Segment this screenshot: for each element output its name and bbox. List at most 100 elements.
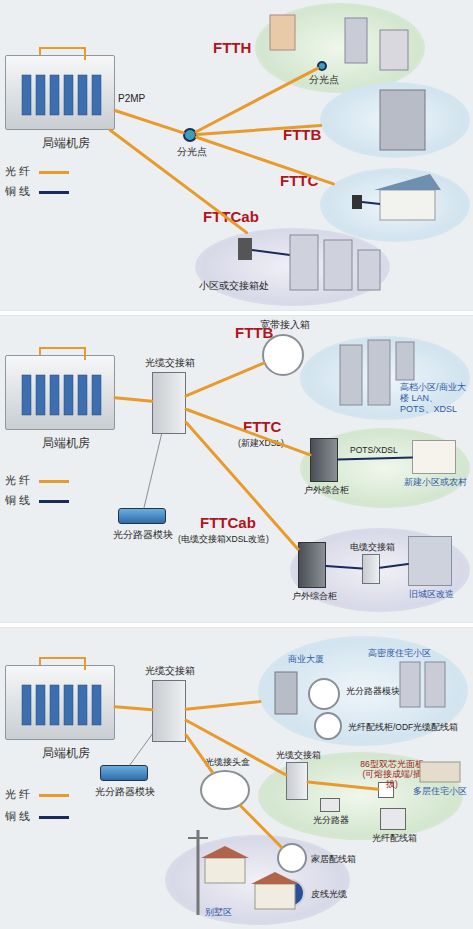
separator — [0, 623, 473, 627]
roof — [374, 174, 441, 190]
node-text: 户外综合柜 — [301, 485, 351, 495]
copper-wire — [362, 202, 380, 204]
building — [396, 342, 414, 380]
cable — [40, 48, 85, 60]
villa — [205, 858, 245, 883]
node-text: FTTCab — [203, 208, 273, 226]
cable-cross-cabinet: 光缆交接箱 — [286, 762, 308, 800]
building — [425, 662, 445, 707]
node-text: (电缆交接箱XDSL改造) — [178, 534, 288, 544]
node-text: 光缆交接箱 — [273, 750, 323, 760]
node-text: FTTC — [243, 418, 285, 436]
node-text: 光缆交接箱 — [137, 357, 203, 369]
node-text: 光纤配线柜/ODF光缆配线箱 — [348, 722, 468, 732]
rack — [92, 375, 101, 415]
onu-box — [238, 238, 252, 260]
panel — [0, 316, 473, 622]
node-text: 皮线光缆 — [311, 889, 361, 899]
rack — [22, 375, 31, 415]
node-text: FTTB — [235, 324, 277, 342]
outdoor-cabinet: 户外综合柜 — [298, 542, 326, 588]
split-point: 分光点 — [317, 61, 327, 71]
leader-line — [144, 434, 162, 508]
building — [275, 672, 297, 714]
cable — [40, 658, 85, 670]
building — [290, 235, 318, 290]
central-office: 局端机房 — [5, 665, 115, 740]
separator — [0, 311, 473, 315]
fttb-zone: FTTB高档小区/商业大楼 LAN、POTS、XDSL — [300, 336, 470, 420]
villa — [255, 884, 295, 909]
node-text: 分光点 — [299, 74, 349, 86]
building — [380, 30, 408, 70]
cable-cross-cabinet: 光缆交接箱 — [152, 372, 186, 434]
node-text: 局端机房 — [26, 136, 106, 150]
fiber-line — [110, 130, 247, 233]
node-text: 商业大厦 — [288, 654, 338, 665]
splice-closure: 光缆接头盒 — [200, 770, 250, 810]
rack — [36, 685, 45, 725]
building — [400, 662, 420, 707]
node-text: FTTCab — [200, 514, 270, 532]
fiber-faceplate: 86型双芯光面板 (可熔接成端/插拔) — [378, 782, 394, 798]
fttcab-zone: FTTCab(电缆交接箱XDSL改造)户外综合柜电缆交接箱旧城区改造 — [290, 528, 470, 612]
building — [270, 15, 295, 50]
panel — [0, 0, 473, 310]
legend-text: 光 纤 — [5, 788, 30, 801]
legend-text: 铜 线 — [5, 185, 30, 198]
fttb-zone: FTTB — [320, 82, 470, 158]
legend-line — [39, 794, 69, 797]
fttc-zone: FTTC — [320, 168, 470, 242]
splitter-module: 光分路器模块 — [118, 508, 166, 524]
rack — [78, 375, 87, 415]
copper-line — [380, 564, 408, 568]
node-text: 局端机房 — [26, 436, 106, 450]
fiber-line — [115, 398, 152, 402]
node-text: 多层住宅小区 — [413, 786, 471, 797]
node-text: 别墅区 — [205, 907, 255, 918]
link-label: P2MP — [118, 93, 145, 105]
fttc-zone: FTTC(新建XDSL)户外综合柜新建小区或农村 — [300, 428, 470, 508]
splitter-module: 光分路器模块 — [100, 765, 148, 781]
legend-text: 铜 线 — [5, 494, 30, 507]
node-text: 局端机房 — [26, 746, 106, 760]
rack — [50, 685, 59, 725]
node-text: 光纤配线箱 — [369, 833, 419, 843]
node-text: FTTB — [283, 126, 323, 144]
rack — [92, 685, 101, 725]
onu-box — [352, 195, 362, 209]
fiber-line — [197, 137, 334, 184]
splitter-box: 光分路器 — [320, 798, 340, 812]
copper-line — [326, 566, 362, 568]
copper-wire — [252, 250, 290, 255]
rack — [50, 375, 59, 415]
rack — [64, 375, 73, 415]
fiber-line — [115, 707, 152, 710]
node-text: 高密度住宅小区 — [368, 648, 448, 659]
villa-zone: 别墅区家居配线箱皮线光缆 — [165, 835, 350, 925]
roof-cables — [40, 48, 85, 670]
ftth-zone: FTTH分光点 — [255, 3, 425, 93]
drop-cable: 皮线光缆 — [277, 879, 305, 907]
rack — [78, 685, 87, 725]
cable — [40, 348, 85, 360]
legend-line — [39, 191, 69, 194]
rack — [50, 75, 59, 115]
fiber-line — [186, 422, 298, 549]
fiber-line — [197, 125, 321, 134]
node-text: 家居配线箱 — [311, 854, 371, 864]
rack — [64, 685, 73, 725]
house — [380, 190, 435, 220]
fiber-line — [186, 409, 310, 455]
legend-line — [39, 816, 69, 819]
copper-line — [338, 458, 412, 460]
house: 新建小区或农村 — [412, 440, 456, 474]
callout-circle: 光分路器模块 — [308, 678, 340, 710]
building — [368, 340, 390, 405]
fiber-line — [186, 720, 286, 775]
building — [380, 90, 425, 150]
legend-text: 铜 线 — [5, 810, 30, 823]
cable-cross-cabinet: 光缆交接箱 — [152, 680, 186, 742]
